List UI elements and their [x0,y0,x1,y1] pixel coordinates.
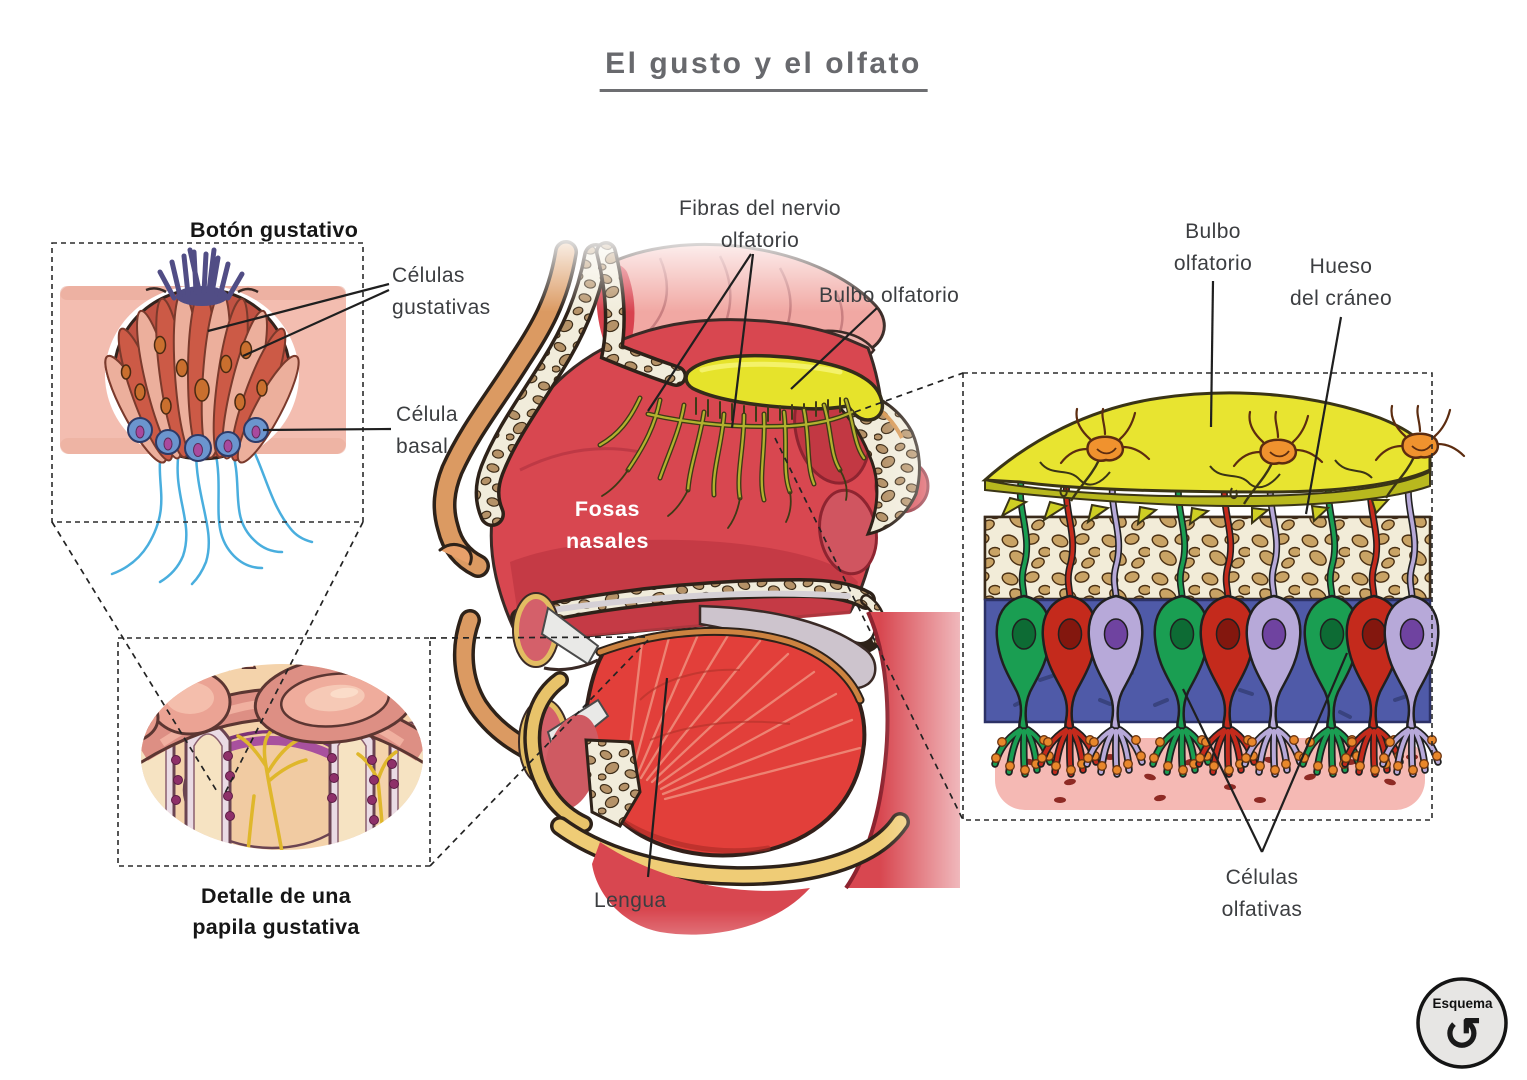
taste-bud [104,247,300,464]
head-sagittal-illustration [432,228,1010,1020]
olfactory-box [962,372,1433,821]
callout-boxes [51,242,1433,867]
label-olfactory-bulb-box: Bulbo olfatorio [1173,220,1253,275]
olfactory-nerve-fibers [597,395,867,529]
taste-nerve-fibers [110,432,314,586]
olfactory-bulb [684,353,885,422]
microvilli-tuft [157,247,245,306]
esquema-badge[interactable] [1416,977,1508,1069]
label-olfactory-bulb-head: Bulbo olfatorio [819,284,960,307]
nose-skin-profile [432,240,578,771]
taste-bud-box [51,242,364,523]
olfactory-bulb-layer [981,391,1466,527]
papilla-illustration [141,664,423,850]
basal-cells [127,417,269,462]
label-nasal-cavity: Fosas nasales [565,497,650,553]
papilla-caption: Detalle de una papila gustativa [192,884,360,939]
cell-nuclei [120,335,268,415]
esquema-badge-label[interactable]: Esquema [1432,996,1493,1011]
taste-bud-dots [171,751,399,825]
label-skull-bone: Hueso del cráneo [1289,255,1393,310]
palate-mucosa [595,626,865,705]
circular-arrow-icon[interactable]: ↺ [1443,1008,1482,1060]
page-title: El gusto y el olfato [599,47,928,92]
label-tongue: Lengua [594,889,667,912]
olfactory-receptor-cells [992,470,1442,774]
cribriform-bone-layer [983,515,1432,601]
taste-bud-illustration [60,247,346,586]
label-leader-lines [207,253,1349,878]
label-olfactory-nerve-fibers: Fibras del nervio olfatorio [678,197,842,252]
label-olfactory-cells: Células olfativas [1221,866,1303,921]
papilla-box [117,637,431,867]
olfactory-epithelium-illustration [981,391,1466,810]
callout-connectors [51,372,964,867]
label-gustatory-cells: Células gustativas [392,264,491,319]
label-basal-cell: Célula basal [396,403,458,458]
taste-bud-heading: Botón gustativo [190,218,359,242]
